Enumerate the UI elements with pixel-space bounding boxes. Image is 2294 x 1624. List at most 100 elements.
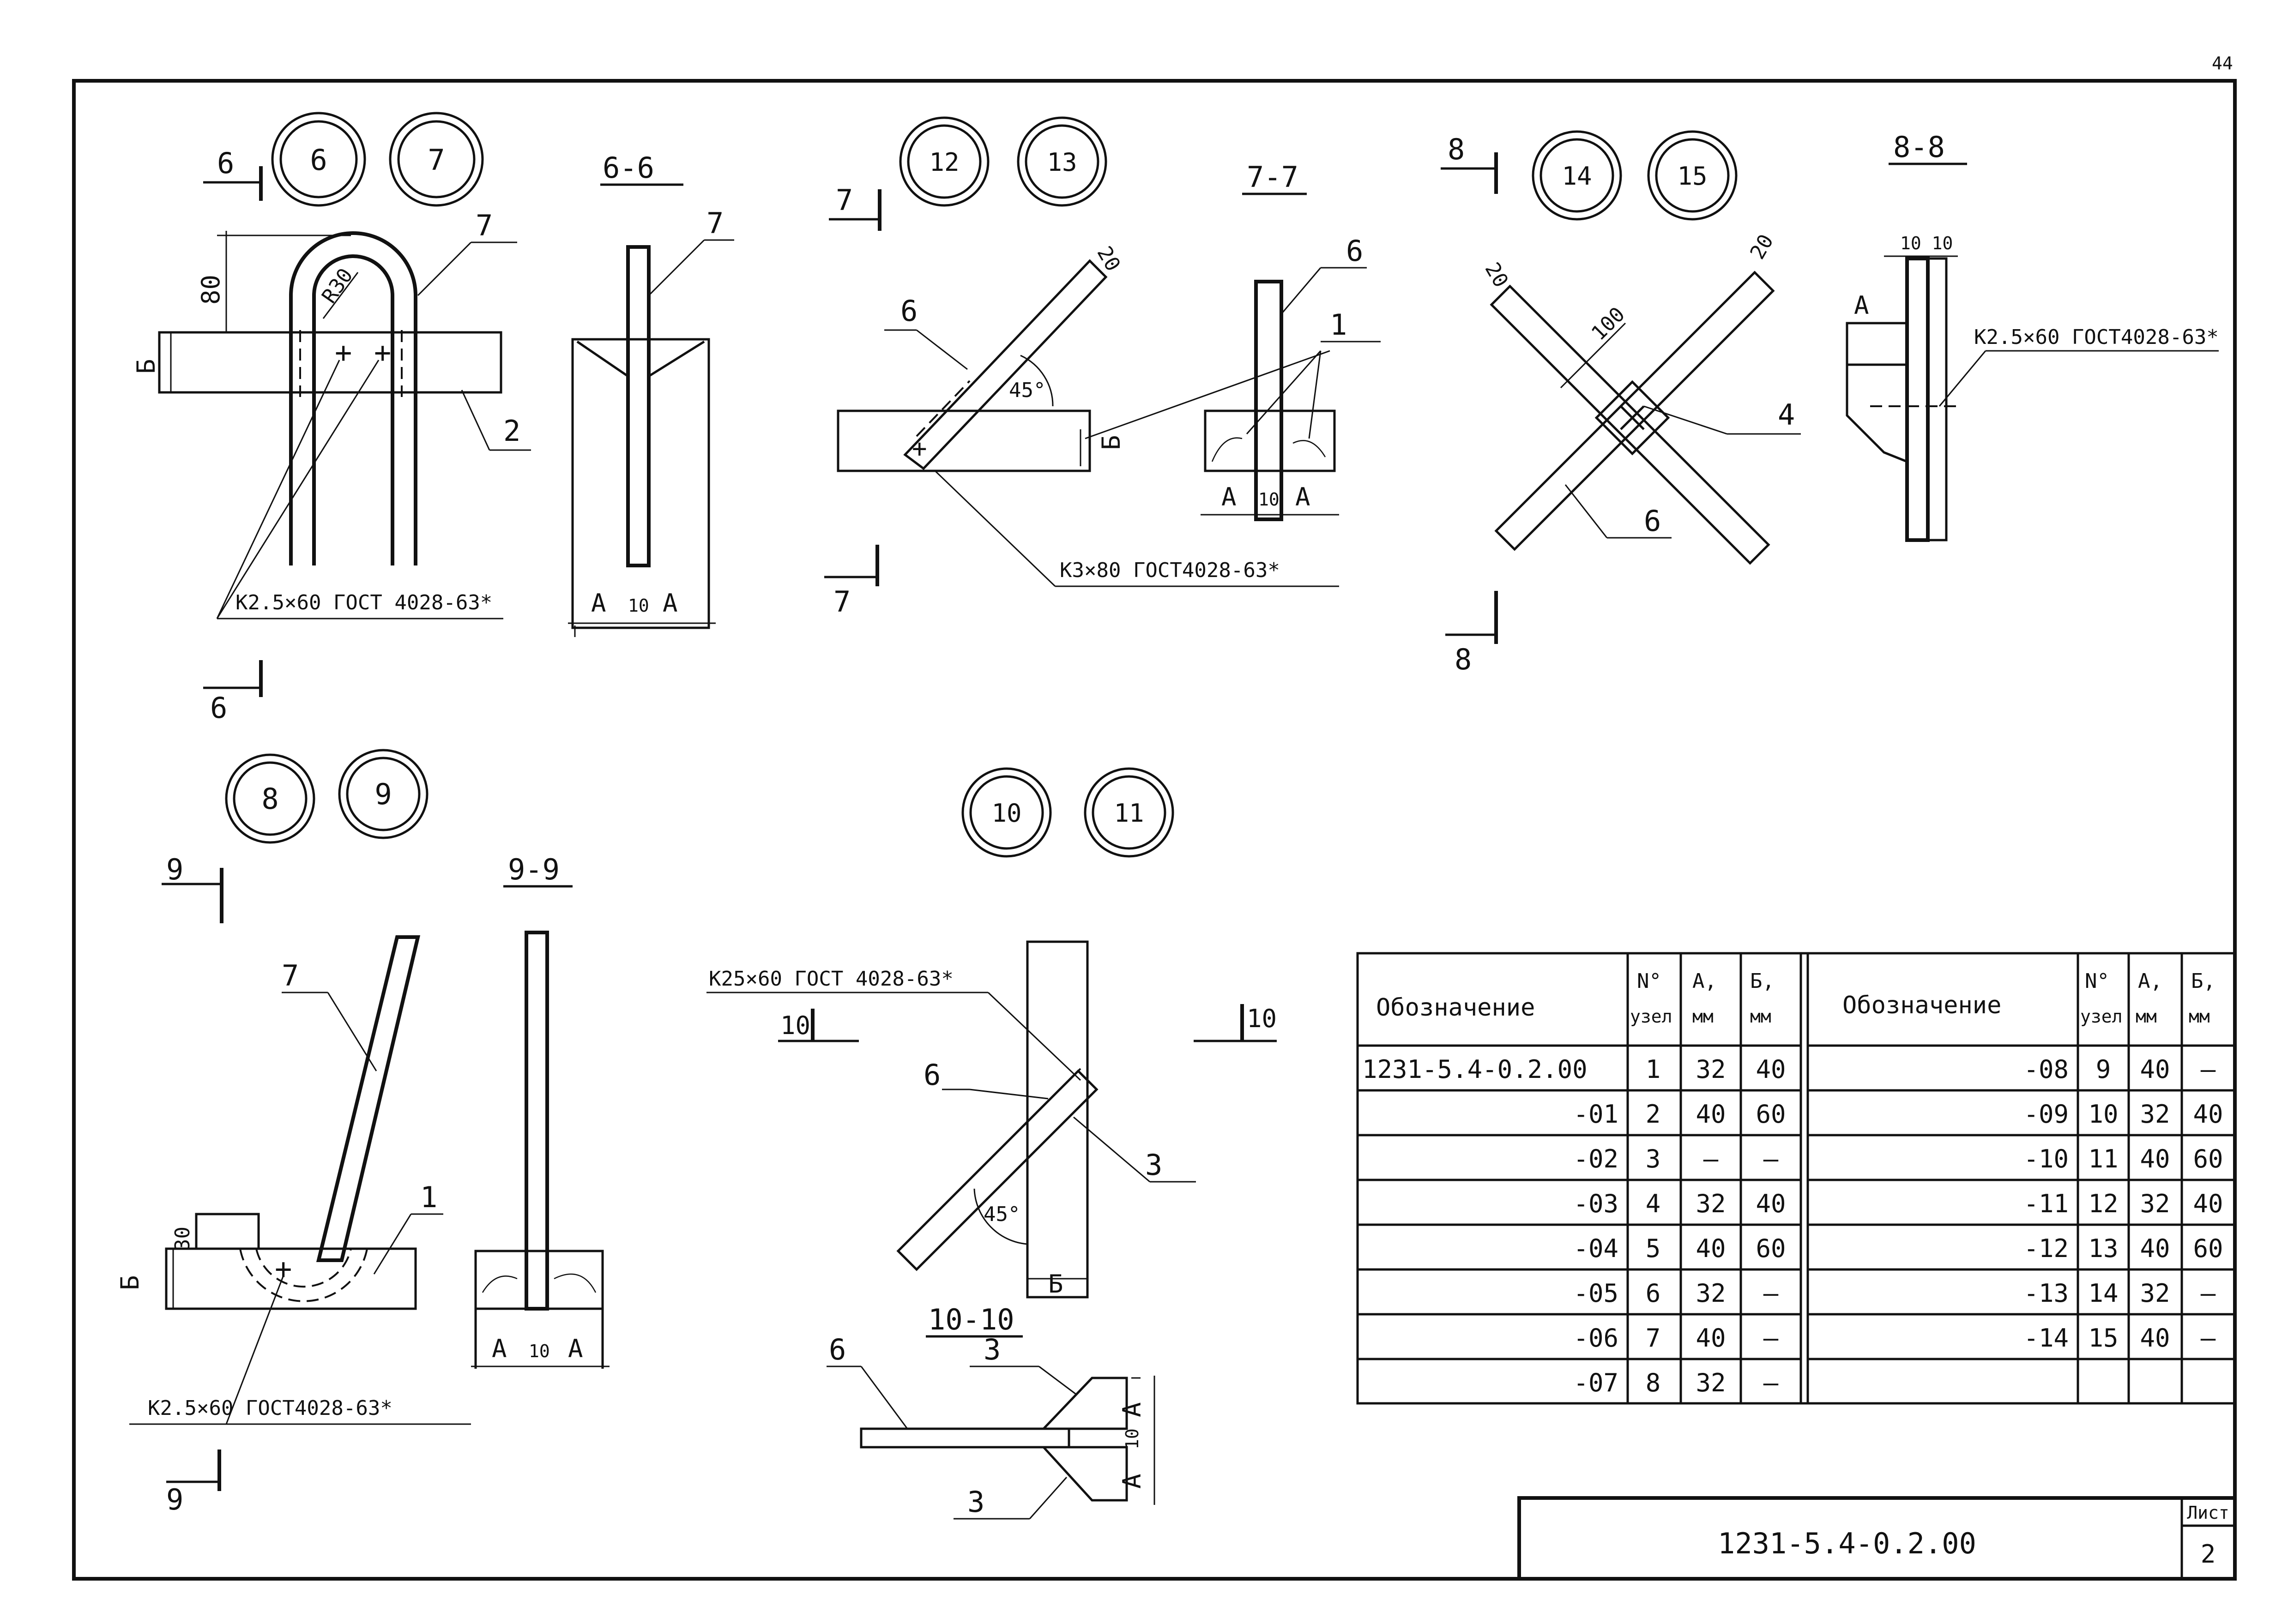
svg-text:А: А xyxy=(568,1334,583,1363)
svg-text:-14: -14 xyxy=(2023,1323,2069,1353)
svg-text:7: 7 xyxy=(1646,1323,1661,1353)
node-circle-15: 15 xyxy=(1647,130,1738,221)
svg-text:мм: мм xyxy=(2189,1006,2210,1027)
section-title-8-8: 8-8 xyxy=(1893,130,1945,164)
node-circle-10: 10 xyxy=(961,767,1052,858)
title-block-code: 1231-5.4-0.2.00 xyxy=(1718,1527,1976,1560)
section-8-8: 8-8 10 10 А К2.5×60 ГОСТ4028-63* xyxy=(1846,130,2219,542)
svg-text:10: 10 xyxy=(2088,1100,2118,1129)
svg-text:40: 40 xyxy=(1696,1323,1726,1353)
svg-text:Б: Б xyxy=(115,1275,145,1290)
node-circle-14: 14 xyxy=(1532,130,1622,221)
svg-text:5: 5 xyxy=(1646,1234,1661,1263)
svg-text:+: + xyxy=(275,1252,292,1286)
node-circle-8: 8 xyxy=(225,753,315,844)
svg-text:100: 100 xyxy=(1587,303,1630,345)
section-mark-7-top: 7 xyxy=(829,183,881,231)
svg-text:10: 10 xyxy=(1122,1428,1142,1450)
svg-text:–: – xyxy=(1763,1144,1779,1173)
svg-text:9: 9 xyxy=(166,853,183,886)
section-mark-9-bottom: 9 xyxy=(166,1450,221,1516)
section-mark-7-bottom: 7 xyxy=(824,545,879,619)
svg-text:6: 6 xyxy=(217,146,234,180)
svg-text:-06: -06 xyxy=(1573,1323,1618,1353)
section-mark-6-bottom: 6 xyxy=(203,660,263,725)
svg-text:20: 20 xyxy=(1745,230,1778,263)
svg-text:6: 6 xyxy=(924,1058,941,1092)
svg-text:40: 40 xyxy=(1756,1055,1786,1084)
part-label-7: 7 xyxy=(476,209,493,242)
svg-text:-05: -05 xyxy=(1573,1279,1618,1308)
svg-text:-13: -13 xyxy=(2023,1279,2069,1308)
svg-text:12: 12 xyxy=(2088,1189,2118,1218)
svg-text:4: 4 xyxy=(1646,1189,1661,1218)
svg-text:32: 32 xyxy=(2140,1279,2170,1308)
svg-text:60: 60 xyxy=(1756,1234,1786,1263)
svg-text:32: 32 xyxy=(1696,1368,1726,1397)
svg-text:А: А xyxy=(591,589,606,618)
svg-text:мм: мм xyxy=(1692,1006,1714,1027)
node-label-14: 14 xyxy=(1562,162,1592,191)
section-title-6-6: 6-6 xyxy=(603,151,654,185)
svg-text:40: 40 xyxy=(1696,1100,1726,1129)
title-block: 1231-5.4-0.2.00 Лист 2 xyxy=(1517,1496,2237,1581)
svg-text:6: 6 xyxy=(900,294,918,328)
weld-note-2: К3×80 ГОСТ4028-63* xyxy=(1060,559,1280,582)
svg-text:А: А xyxy=(1221,482,1237,511)
svg-text:3: 3 xyxy=(967,1485,984,1519)
svg-text:7: 7 xyxy=(833,585,851,619)
table-left-row-0-designation: 1231-5.4-0.2.00 xyxy=(1362,1055,1588,1084)
svg-text:32: 32 xyxy=(1696,1279,1726,1308)
svg-text:-08: -08 xyxy=(2023,1055,2069,1084)
page-number: 44 xyxy=(2212,53,2233,73)
svg-text:N°: N° xyxy=(1637,969,1661,993)
svg-text:60: 60 xyxy=(2193,1144,2223,1173)
svg-text:1: 1 xyxy=(1330,308,1347,342)
svg-text:40: 40 xyxy=(2193,1100,2223,1129)
node-label-12: 12 xyxy=(929,148,959,177)
svg-text:10: 10 xyxy=(1258,489,1280,510)
svg-text:А: А xyxy=(492,1334,507,1363)
sheet-frame xyxy=(72,79,2237,1581)
svg-text:-09: -09 xyxy=(2023,1100,2069,1129)
svg-text:А: А xyxy=(1295,482,1310,511)
svg-text:10: 10 xyxy=(529,1341,550,1361)
node-label-10: 10 xyxy=(991,799,1021,828)
node-circle-7: 7 xyxy=(389,112,484,207)
table-right-header-designation: Обозначение xyxy=(1842,992,2001,1019)
svg-text:40: 40 xyxy=(2140,1323,2170,1353)
svg-text:2: 2 xyxy=(1646,1100,1661,1129)
node-6-7-drawing: 6 7 6 6 + + 80 R30 Б xyxy=(132,112,531,725)
section-7-7: 7-7 А 10 А 6 1 xyxy=(1201,160,1381,521)
svg-text:-03: -03 xyxy=(1573,1189,1618,1218)
section-9-9: 9-9 А 10 А xyxy=(471,853,610,1369)
svg-text:3: 3 xyxy=(1145,1148,1162,1182)
svg-text:8: 8 xyxy=(1455,643,1472,676)
section-6-6: 6-6 А 10 А 7 xyxy=(568,151,734,637)
svg-text:7: 7 xyxy=(706,206,724,240)
svg-text:14: 14 xyxy=(2088,1279,2118,1308)
title-block-sheet-number: 2 xyxy=(2201,1540,2216,1569)
svg-text:32: 32 xyxy=(1696,1189,1726,1218)
svg-text:А,: А, xyxy=(1692,969,1717,993)
svg-text:40: 40 xyxy=(2140,1144,2170,1173)
svg-text:узел: узел xyxy=(1630,1006,1672,1027)
section-mark-10-right: 10 xyxy=(1194,1004,1277,1042)
svg-text:Б,: Б, xyxy=(1750,969,1775,993)
svg-text:10: 10 xyxy=(628,595,649,616)
svg-text:6: 6 xyxy=(1646,1279,1661,1308)
svg-text:40: 40 xyxy=(1756,1189,1786,1218)
svg-text:6: 6 xyxy=(210,691,227,725)
svg-text:+: + xyxy=(912,434,927,463)
svg-text:–: – xyxy=(1703,1144,1719,1173)
node-circle-6: 6 xyxy=(271,112,366,207)
svg-text:-01: -01 xyxy=(1573,1100,1618,1129)
svg-text:40: 40 xyxy=(2140,1055,2170,1084)
svg-text:6: 6 xyxy=(1346,234,1363,268)
svg-text:А: А xyxy=(663,589,678,618)
svg-text:32: 32 xyxy=(2140,1100,2170,1129)
svg-text:9: 9 xyxy=(2096,1055,2111,1084)
section-mark-10-left: 10 xyxy=(778,1009,859,1042)
svg-text:11: 11 xyxy=(2088,1144,2118,1173)
svg-text:3: 3 xyxy=(984,1333,1001,1366)
